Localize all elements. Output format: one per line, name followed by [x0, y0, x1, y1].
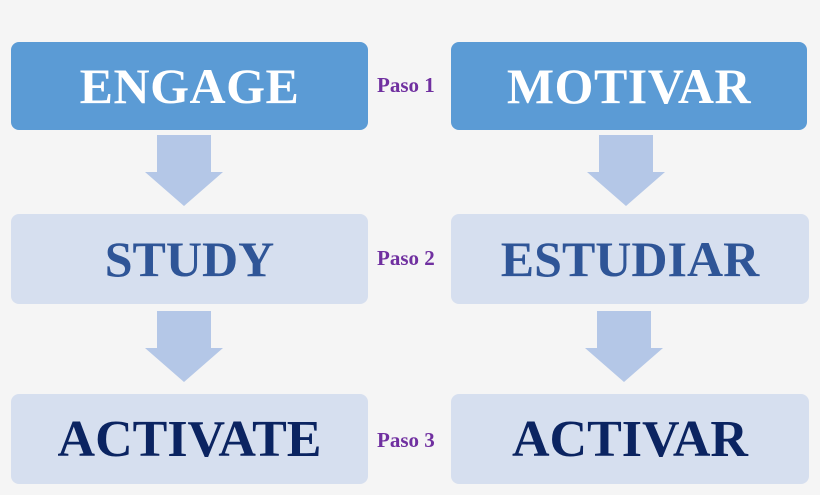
step-3-label: Paso 3 — [377, 428, 435, 452]
study-label: STUDY — [104, 231, 275, 287]
engage-box: ENGAGE — [11, 42, 368, 130]
step-2-label: Paso 2 — [377, 246, 435, 270]
step-1-label: Paso 1 — [377, 73, 435, 97]
motivar-label: MOTIVAR — [506, 58, 752, 114]
study-box: STUDY — [11, 214, 368, 304]
engage-label: ENGAGE — [79, 58, 300, 114]
down-arrow-icon — [585, 311, 663, 382]
activate-box: ACTIVATE — [11, 394, 368, 484]
estudiar-box: ESTUDIAR — [451, 214, 809, 304]
down-arrow-icon — [145, 135, 223, 206]
down-arrow-icon — [587, 135, 665, 206]
estudiar-label: ESTUDIAR — [500, 231, 760, 287]
activate-label: ACTIVATE — [57, 410, 322, 468]
activar-box: ACTIVAR — [451, 394, 809, 484]
down-arrow-icon — [145, 311, 223, 382]
motivar-box: MOTIVAR — [451, 42, 807, 130]
activar-label: ACTIVAR — [512, 410, 748, 468]
